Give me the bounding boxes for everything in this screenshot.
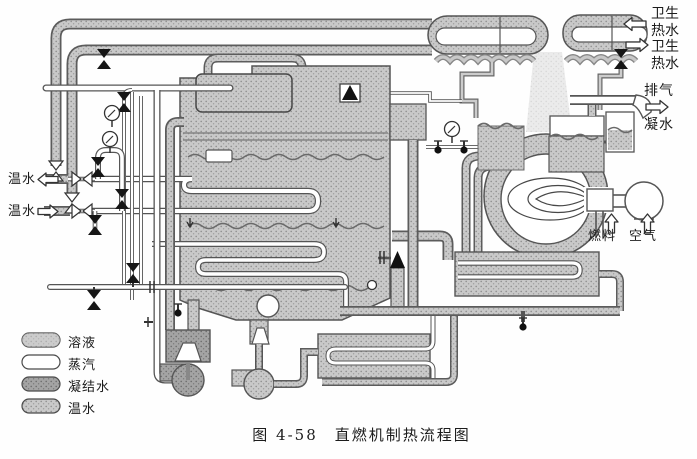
refrigerant-pump xyxy=(231,327,318,400)
legend-label-condensate: 凝结水 xyxy=(68,379,111,395)
legend: 溶液 蒸汽 凝结水 温水 xyxy=(20,330,110,418)
vapour-line xyxy=(360,91,462,103)
high-temp-heat-exchanger xyxy=(454,251,624,311)
tray-drain-pipes xyxy=(459,62,624,118)
sanitary-hot-water-out-label: 卫生热水 xyxy=(651,39,679,72)
exhaust-flue xyxy=(570,94,652,120)
low-temp-heat-exchanger xyxy=(317,316,458,386)
sanitary-out-arrow xyxy=(625,37,649,53)
air-arrow xyxy=(640,213,655,234)
main-vessel xyxy=(179,53,427,345)
warm-water-in-label: 温水 xyxy=(8,204,37,219)
solution-pump xyxy=(159,329,211,397)
warm-water-out-arrow xyxy=(37,172,59,187)
legend-label-solution: 溶液 xyxy=(68,335,97,351)
relief-column xyxy=(366,251,405,311)
warm-water-in-arrow xyxy=(37,204,59,219)
legend-label-steam: 蒸汽 xyxy=(68,357,97,373)
spray-trays xyxy=(433,54,639,66)
warm-water-coil xyxy=(92,175,322,215)
fuel-arrow xyxy=(604,213,619,234)
solution-return-pipe xyxy=(340,306,620,322)
exhaust-label: 排气 xyxy=(644,83,674,99)
top-warm-water-pipes xyxy=(50,18,432,196)
sanitary-hot-water-in-label: 卫生热水 xyxy=(651,6,679,39)
refrigerant-coil xyxy=(152,241,349,308)
lower-drain-pipe xyxy=(47,281,348,327)
legend-item-condensate: 凝结水 xyxy=(20,374,110,396)
legend-item-steam: 蒸汽 xyxy=(20,352,110,374)
fuel-label: 燃料 xyxy=(588,229,617,244)
warm-water-out-label: 温水 xyxy=(8,172,37,187)
figure-caption: 图 4-58 直燃机制热流程图 xyxy=(252,426,471,444)
condensate-label: 凝水 xyxy=(644,117,674,133)
vapour-plume xyxy=(526,52,572,132)
legend-item-warm-water: 温水 xyxy=(20,396,110,418)
combustion-chamber xyxy=(461,111,635,259)
legend-item-solution: 溶液 xyxy=(20,330,110,352)
solution-riser-pipes xyxy=(392,140,454,306)
flow-arrows xyxy=(37,16,669,234)
exhaust-arrow xyxy=(645,99,669,115)
legend-label-warm-water: 温水 xyxy=(68,401,97,417)
legend-swatches xyxy=(21,332,61,414)
burner-blower xyxy=(595,181,664,238)
safety-valve xyxy=(339,83,361,103)
sanitary-heat-exchanger-1 xyxy=(427,15,549,55)
sanitary-in-arrow xyxy=(623,16,647,32)
air-label: 空气 xyxy=(629,229,658,244)
